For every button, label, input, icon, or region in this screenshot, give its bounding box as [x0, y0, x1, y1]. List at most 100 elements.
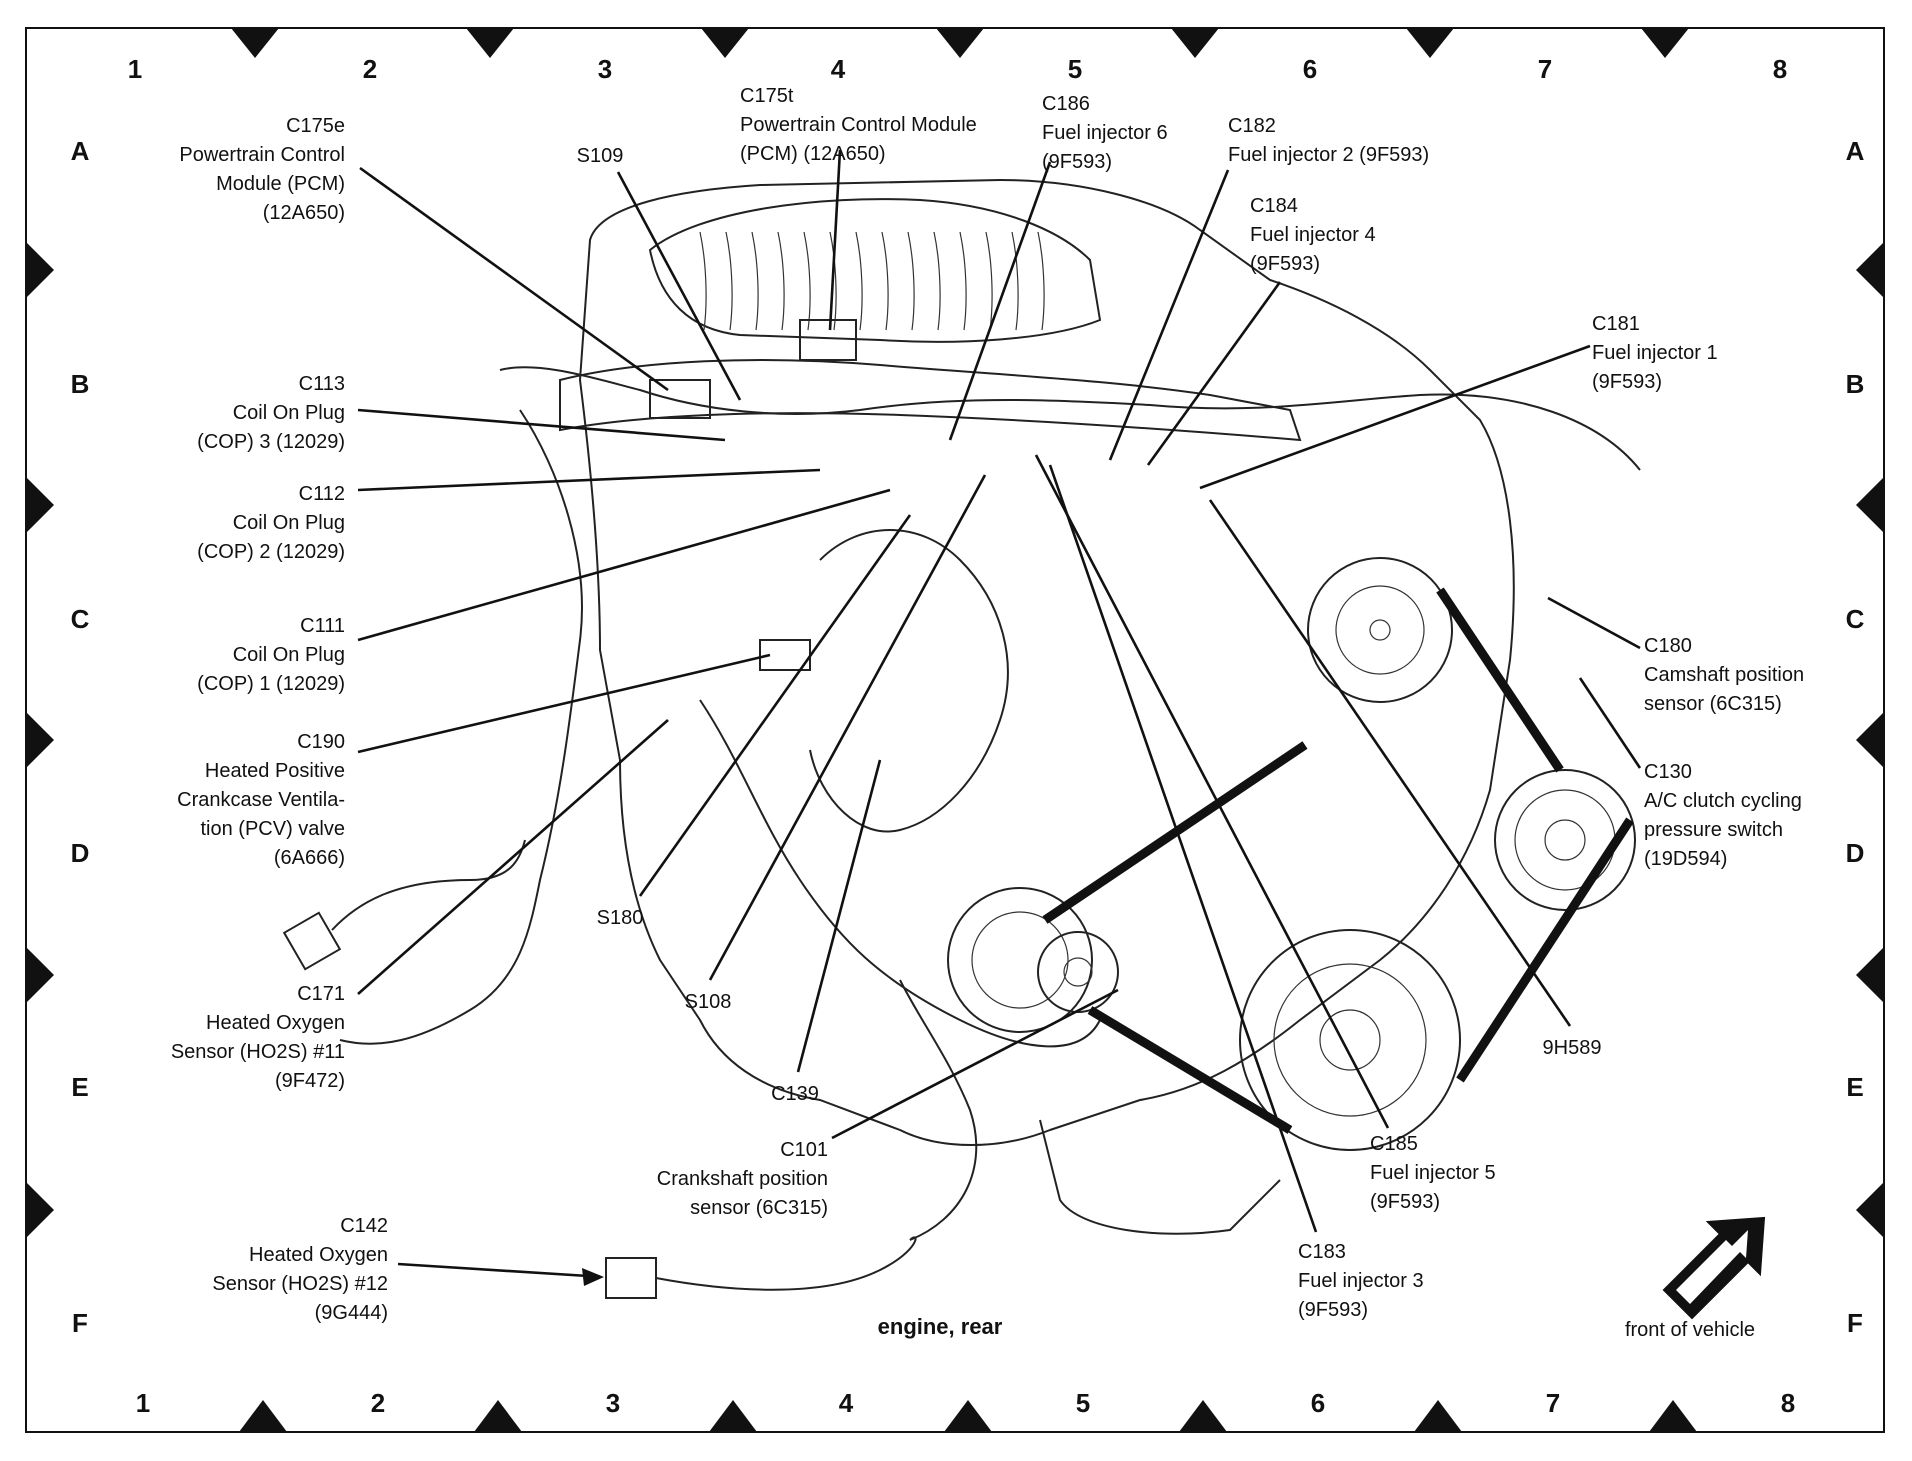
ho2s-12-harness — [899, 979, 978, 1241]
callout-c130-line: C130 — [1644, 761, 1692, 783]
leader-line-c184 — [1146, 281, 1282, 466]
leader-line-c130 — [1578, 677, 1642, 769]
grid-marker-bottom — [239, 1400, 287, 1432]
grid-marker-left — [26, 712, 54, 768]
leader-line-s109 — [616, 171, 742, 401]
leader-line-c139 — [796, 759, 882, 1073]
callout-c171-line: C171 — [297, 983, 345, 1005]
grid-marker-right — [1856, 1182, 1884, 1238]
front-of-vehicle-arrow-icon — [1662, 1216, 1766, 1320]
grid-marker-right — [1856, 477, 1884, 533]
callout-c112-line: Coil On Plug — [233, 512, 345, 534]
wiring-harness-left — [339, 409, 583, 1045]
grid-marker-bottom — [1649, 1400, 1697, 1432]
callout-c180-line: Camshaft position — [1644, 664, 1804, 686]
grid-column-label-bottom: 5 — [1076, 1388, 1090, 1418]
leader-line-c111 — [357, 488, 891, 642]
grid-column-label-bottom: 1 — [136, 1388, 150, 1418]
callout-leader-lines — [357, 149, 1642, 1286]
callout-c183-line: Fuel injector 3 — [1298, 1270, 1424, 1292]
grid-row-label-right: F — [1847, 1308, 1863, 1338]
callout-c175t-line: (PCM) (12A650) — [740, 143, 886, 165]
grid-row-label-left: D — [71, 838, 90, 868]
wiring-harness-lower — [699, 699, 1101, 1048]
callout-c186-line: Fuel injector 6 — [1042, 122, 1168, 144]
grid-row-label-left: A — [71, 136, 90, 166]
engine-illustration — [282, 178, 1641, 1299]
callout-c186-line: (9F593) — [1042, 151, 1112, 173]
manifold-rib — [803, 231, 811, 331]
leader-line-c171 — [357, 719, 669, 995]
oil-pan — [1039, 1119, 1281, 1235]
grid-column-label-bottom: 4 — [839, 1388, 854, 1418]
callout-h589: 9H589 — [1543, 1037, 1602, 1059]
manifold-rib — [907, 231, 915, 331]
manifold-rib — [959, 231, 967, 331]
grid-marker-bottom — [944, 1400, 992, 1432]
manifold-rib — [933, 231, 941, 331]
callout-c184-line: C184 — [1250, 195, 1298, 217]
grid-row-label-right: A — [1846, 136, 1865, 166]
leader-line-c190 — [357, 653, 771, 754]
callout-c175t-line: Powertrain Control Module — [740, 114, 977, 136]
manifold-rib — [1011, 231, 1019, 331]
callout-c186-line: C186 — [1042, 93, 1090, 115]
grid-marker-top — [466, 28, 514, 58]
grid-column-label-bottom: 8 — [1781, 1388, 1795, 1418]
leader-line-h589 — [1208, 499, 1572, 1027]
manifold-rib — [1037, 231, 1045, 331]
grid-row-label-left: E — [71, 1072, 88, 1102]
leader-line-c185 — [1034, 454, 1390, 1129]
callout-c113-line: (COP) 3 (12029) — [197, 431, 345, 453]
callout-s109-line: S109 — [577, 145, 624, 167]
ac-compressor-pulley-inner — [1514, 789, 1616, 891]
callout-c181-line: (9F593) — [1592, 371, 1662, 393]
grid-row-label-right: D — [1846, 838, 1865, 868]
callout-c175e-line: Module (PCM) — [216, 173, 345, 195]
grid-column-label-top: 8 — [1773, 54, 1787, 84]
callout-c111-line: Coil On Plug — [233, 644, 345, 666]
leader-line-c182 — [1108, 169, 1230, 461]
intake-manifold-ribs — [699, 231, 1045, 331]
callout-c130-line: (19D594) — [1644, 848, 1727, 870]
leader-line-s180 — [638, 514, 912, 897]
callout-c111-line: (COP) 1 (12029) — [197, 673, 345, 695]
alternator — [947, 887, 1093, 1033]
manifold-rib — [855, 231, 863, 331]
manifold-rib — [881, 231, 889, 331]
diagram-border — [25, 27, 1885, 1433]
leader-line-c186 — [948, 161, 1052, 441]
grid-column-label-bottom: 3 — [606, 1388, 620, 1418]
grid-marker-top — [231, 28, 279, 58]
callout-c142-line: (9G444) — [315, 1302, 388, 1324]
idler-pulley-hub — [1063, 957, 1093, 987]
callout-c111-line: C111 — [300, 615, 345, 637]
callout-s180: S180 — [597, 907, 644, 929]
callout-c142-line: C142 — [340, 1215, 388, 1237]
diagram-caption: engine, rear — [878, 1314, 1003, 1339]
leader-line-c180 — [1547, 596, 1641, 650]
callout-c112-line: C112 — [299, 483, 345, 505]
grid-column-label-bottom: 2 — [371, 1388, 385, 1418]
grid-column-label-bottom: 6 — [1311, 1388, 1325, 1418]
callout-s109: S109 — [577, 145, 624, 167]
grid-marker-top — [1406, 28, 1454, 58]
callout-c142-line: Heated Oxygen — [249, 1244, 388, 1266]
callout-c113-line: C113 — [299, 373, 345, 395]
callout-c113-line: Coil On Plug — [233, 402, 345, 424]
engine-block-outline — [578, 178, 1515, 1146]
leader-line-c175e — [359, 166, 669, 392]
grid-marker-bottom — [1414, 1400, 1462, 1432]
grid-marker-left — [26, 477, 54, 533]
accessory-drive-belt — [1042, 587, 1634, 1134]
